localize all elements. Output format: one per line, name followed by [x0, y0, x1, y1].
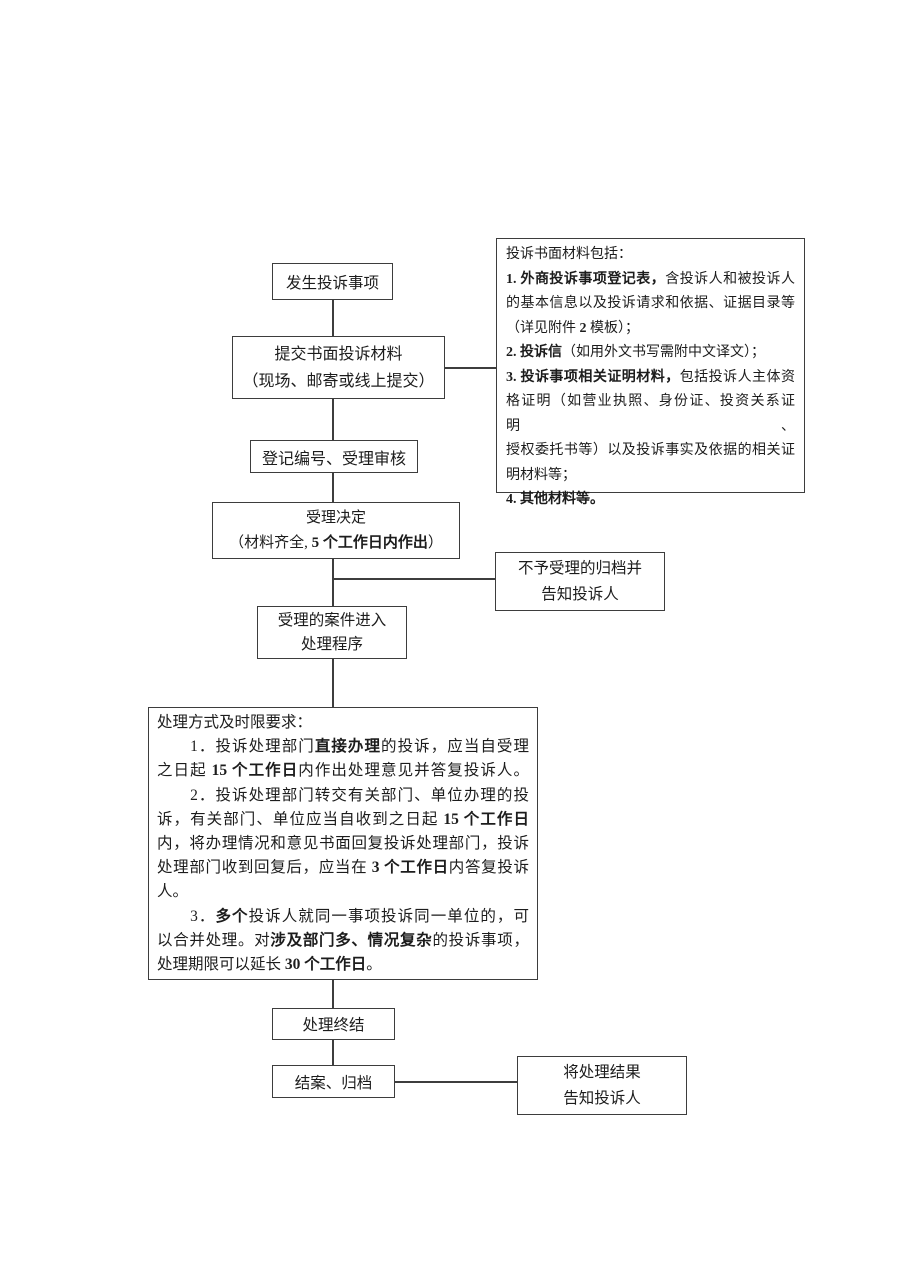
connector-occur-to-submit	[332, 300, 334, 336]
flow-node-handling-requirements: 处理方式及时限要求： 1．投诉处理部门直接办理的投诉，应当自受理 之日起 15 …	[148, 707, 538, 980]
text-line: 人。	[157, 883, 189, 901]
connector-register-to-decision	[332, 473, 334, 502]
text-line: 告知投诉人	[563, 1089, 641, 1107]
text-line: （现场、邮寄或线上提交）	[242, 372, 435, 390]
flow-node-register-review: 登记编号、受理审核	[250, 440, 418, 473]
flow-node-reject-archive: 不予受理的归档并 告知投诉人	[495, 552, 665, 611]
text-line: 授权委托书等）以及投诉事实及依据的相关证	[506, 443, 795, 458]
text-line: 2. 投诉信（如用外文书写需附中文译文）；	[506, 345, 765, 360]
text-line: 受理的案件进入	[277, 611, 387, 629]
flow-node-accepted-case: 受理的案件进入 处理程序	[257, 606, 407, 659]
text-line: 1．投诉处理部门直接办理的投诉，应当自受理	[157, 738, 529, 756]
flow-node-complaint-occurs: 发生投诉事项	[272, 263, 393, 300]
text-line: 明材料等；	[506, 467, 576, 483]
text-line: 处理程序	[300, 635, 363, 653]
text-line: （详见附件 2 模板）；	[506, 320, 639, 336]
text-line: 将处理结果	[563, 1063, 641, 1081]
connector-handling-to-finish	[332, 980, 334, 1008]
flow-node-acceptance-decision: 受理决定 （材料齐全, 5 个工作日内作出）	[212, 502, 460, 559]
text-line: 4. 其他材料等。	[506, 492, 604, 507]
text-line: 1. 外商投诉事项登记表，含投诉人和被投诉人	[506, 271, 795, 287]
text-line: 受理决定	[305, 509, 366, 526]
text-line: 处理终结	[302, 1017, 365, 1034]
flow-node-close-archive: 结案、归档	[272, 1065, 395, 1098]
connector-submit-to-materials	[445, 367, 496, 369]
connector-accepted-to-handling	[332, 659, 334, 707]
flow-node-notify-result: 将处理结果 告知投诉人	[517, 1056, 687, 1115]
text-line: 发生投诉事项	[285, 274, 379, 292]
text-line: 处理期限可以延长 30 个工作日。	[157, 956, 382, 974]
text-line: 处理方式及时限要求：	[157, 714, 313, 731]
text-line: 诉，有关部门、单位应当自收到之日起 15 个工作日	[157, 810, 529, 828]
connector-decision-to-accepted	[332, 559, 334, 606]
text-line: 3. 投诉事项相关证明材料，包括投诉人主体资	[506, 369, 795, 385]
flow-note-materials-list: 投诉书面材料包括： 1. 外商投诉事项登记表，含投诉人和被投诉人 的基本信息以及…	[496, 238, 805, 507]
text-line: 之日起 15 个工作日内作出处理意见并答复投诉人。	[157, 762, 529, 780]
text-line: 3．多个投诉人就同一事项投诉同一单位的，可	[157, 907, 529, 925]
text-line: 登记编号、受理审核	[261, 450, 406, 468]
connector-close-to-notify	[395, 1081, 517, 1083]
text-line: 处理部门收到回复后，应当在 3 个工作日内答复投诉	[157, 859, 529, 877]
text-line: 格证明（如营业执照、身份证、投资关系证明、	[506, 394, 795, 434]
text-line: 2．投诉处理部门转交有关部门、单位办理的投	[157, 786, 529, 804]
text-line: 内，将办理情况和意见书面回复投诉处理部门，投诉	[157, 835, 529, 853]
connector-submit-to-register	[332, 399, 334, 440]
text-line: 结案、归档	[294, 1074, 373, 1092]
flow-node-submit-materials: 提交书面投诉材料 （现场、邮寄或线上提交）	[232, 336, 445, 399]
connector-finish-to-close	[332, 1040, 334, 1065]
connector-decision-to-reject	[333, 578, 495, 580]
text-line: 以合并处理。对涉及部门多、情况复杂的投诉事项，	[157, 931, 529, 949]
text-line: 提交书面投诉材料	[274, 345, 403, 363]
text-line: 不予受理的归档并	[517, 559, 642, 577]
text-line: 告知投诉人	[541, 585, 619, 603]
flow-node-handling-complete: 处理终结	[272, 1008, 395, 1040]
text-line: 投诉书面材料包括：	[506, 247, 632, 262]
text-line: （材料齐全, 5 个工作日内作出）	[229, 534, 443, 551]
text-line: 的基本信息以及投诉请求和依据、证据目录等	[506, 296, 795, 311]
